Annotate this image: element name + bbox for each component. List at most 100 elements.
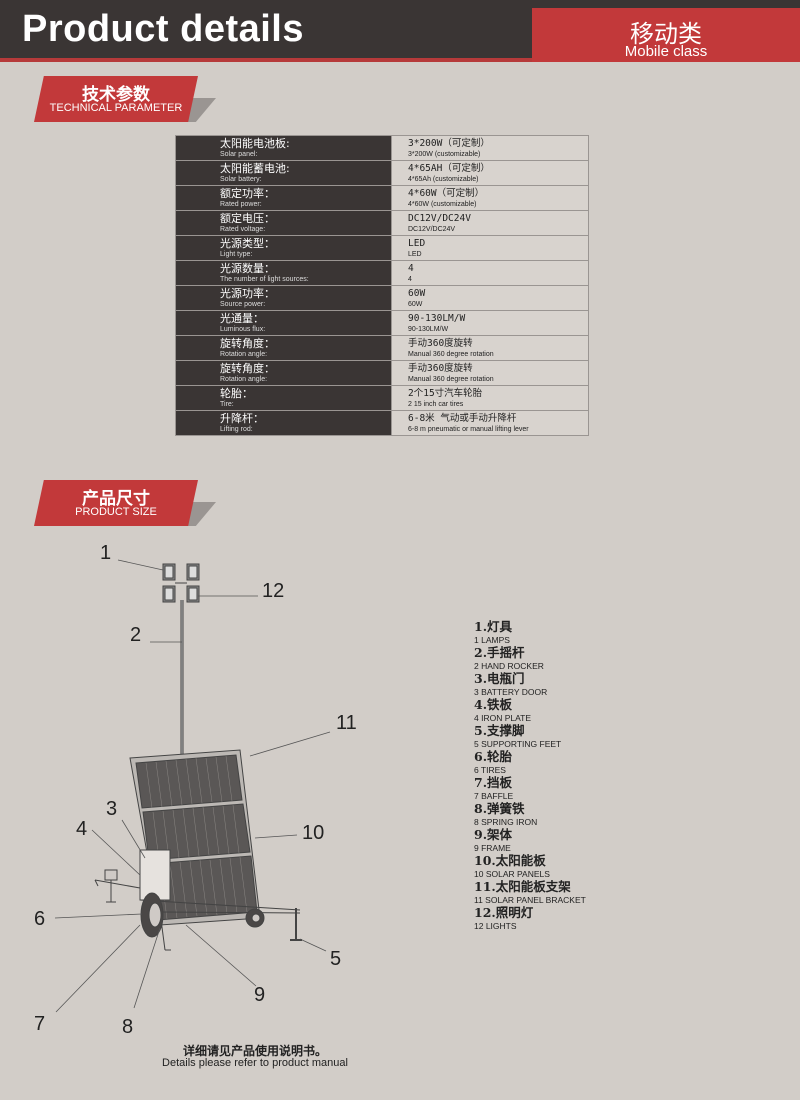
legend-item-en: 1 LAMPS [474, 635, 510, 645]
callout-4: 4 [76, 818, 88, 840]
spec-label-en: Solar battery: [220, 175, 262, 183]
legend-item-cn: 5.支撑脚 [474, 723, 525, 738]
leader-lines [54, 559, 331, 1013]
trailer-frame [94, 849, 301, 951]
spec-label: 光源类型：Light type: [175, 235, 392, 261]
callout-11: 11 [336, 712, 357, 734]
spec-value-cn: 60W [408, 287, 426, 299]
callout-7: 7 [34, 1013, 46, 1035]
callout-3: 3 [106, 798, 118, 820]
spec-value-cn: 4*60W（可定制） [408, 187, 485, 199]
section-title-en: TECHNICAL PARAMETER [49, 102, 183, 114]
legend-item-cn: 12.照明灯 [474, 905, 534, 920]
spec-label: 光源数量：The number of light sources: [175, 260, 392, 286]
spec-label-en: Rated voltage: [220, 225, 266, 233]
spec-value-cn: 手动360度旋转 [408, 362, 473, 374]
callout-10: 10 [302, 822, 325, 844]
spec-value-en: 6-8 m pneumatic or manual lifting lever [408, 425, 529, 433]
spec-label-en: The number of light sources: [220, 275, 309, 283]
legend-item-en: 2 HAND ROCKER [474, 661, 544, 671]
lamp-head [162, 563, 200, 603]
footer-note-en: Details please refer to product manual [162, 1057, 348, 1069]
spec-label-cn: 太阳能蓄电池: [220, 161, 290, 175]
legend-item-cn: 9.架体 [474, 827, 513, 842]
spec-value-en: LED [408, 250, 422, 258]
spec-value: 3*200W（可定制）3*200W (customizable) [391, 135, 589, 161]
spec-value-en: 4*60W (customizable) [408, 200, 477, 208]
spec-label-en: Solar panel: [220, 150, 258, 158]
legend-item-cn: 2.手摇杆 [474, 645, 525, 660]
legend-item-en: 9 FRAME [474, 843, 511, 853]
spec-label-en: Tire: [220, 400, 234, 408]
legend-item-cn: 7.挡板 [474, 775, 513, 790]
spec-value-cn: DC12V/DC24V [408, 212, 471, 224]
spec-label-cn: 额定功率： [220, 186, 275, 200]
section-tag-ribbon [34, 76, 198, 122]
legend-item-en: 5 SUPPORTING FEET [474, 739, 562, 749]
spec-label-en: Luminous flux: [220, 325, 266, 333]
legend-item-en: 12 LIGHTS [474, 921, 517, 931]
spec-row: 太阳能蓄电池:Solar battery:4*65AH（可定制）4*65Ah (… [175, 160, 589, 186]
spec-label: 额定电压：Rated voltage: [175, 210, 392, 236]
section-tag-ribbon [34, 480, 198, 526]
legend-item-cn: 8.弹簧铁 [474, 801, 525, 816]
spec-table: 太阳能电池板:Solar panel:3*200W（可定制）3*200W (cu… [175, 135, 589, 436]
spec-value-en: 3*200W (customizable) [408, 150, 481, 158]
spec-label: 太阳能电池板:Solar panel: [175, 135, 392, 161]
section-tag-technical-parameter: 技术参数 TECHNICAL PARAMETER [34, 76, 216, 124]
section-title-en: PRODUCT SIZE [75, 506, 157, 518]
spec-label-cn: 太阳能电池板: [220, 136, 290, 150]
callout-5: 5 [330, 948, 342, 970]
legend-item-en: 8 SPRING IRON [474, 817, 538, 827]
spec-label-en: Light type: [220, 250, 253, 258]
section-title-cn: 产品尺寸 [82, 489, 150, 509]
spec-value-en: 4 [408, 275, 412, 283]
spec-value-cn: 90-130LM/W [408, 312, 466, 324]
legend-item-cn: 6.轮胎 [474, 749, 513, 764]
solar-panels [135, 754, 258, 921]
legend-item-cn: 10.太阳能板 [474, 853, 546, 868]
spec-value-cn: 3*200W（可定制） [408, 137, 490, 149]
spec-label: 太阳能蓄电池:Solar battery: [175, 160, 392, 186]
spec-label-cn: 升降杆： [220, 411, 264, 425]
spec-label: 旋转角度：Rotation angle: [175, 360, 392, 386]
spec-value-en: 2 15 inch car tires [408, 400, 464, 408]
legend-item-en: 6 TIRES [474, 765, 506, 775]
spec-label-en: Rated power: [220, 200, 262, 208]
spec-row: 太阳能电池板:Solar panel:3*200W（可定制）3*200W (cu… [175, 135, 589, 161]
section-title-cn: 技术参数 [82, 85, 150, 105]
spec-value-en: 60W [408, 300, 423, 308]
spec-value: 4*65AH（可定制）4*65Ah (customizable) [391, 160, 589, 186]
spec-label-cn: 旋转角度： [220, 361, 275, 375]
footer-note-cn: 详细请见产品使用说明书。 [182, 1044, 327, 1058]
spec-value-en: Manual 360 degree rotation [408, 350, 494, 358]
spec-label: 轮胎：Tire: [175, 385, 392, 411]
callout-1: 1 [100, 542, 112, 564]
product-drawing [54, 559, 331, 1013]
callout-6: 6 [34, 908, 46, 930]
spec-value-cn: 2个15寸汽车轮胎 [408, 387, 483, 399]
spec-label: 旋转角度：Rotation angle: [175, 335, 392, 361]
callout-2: 2 [130, 624, 142, 646]
header-divider [0, 58, 800, 62]
callout-12: 12 [262, 580, 285, 602]
